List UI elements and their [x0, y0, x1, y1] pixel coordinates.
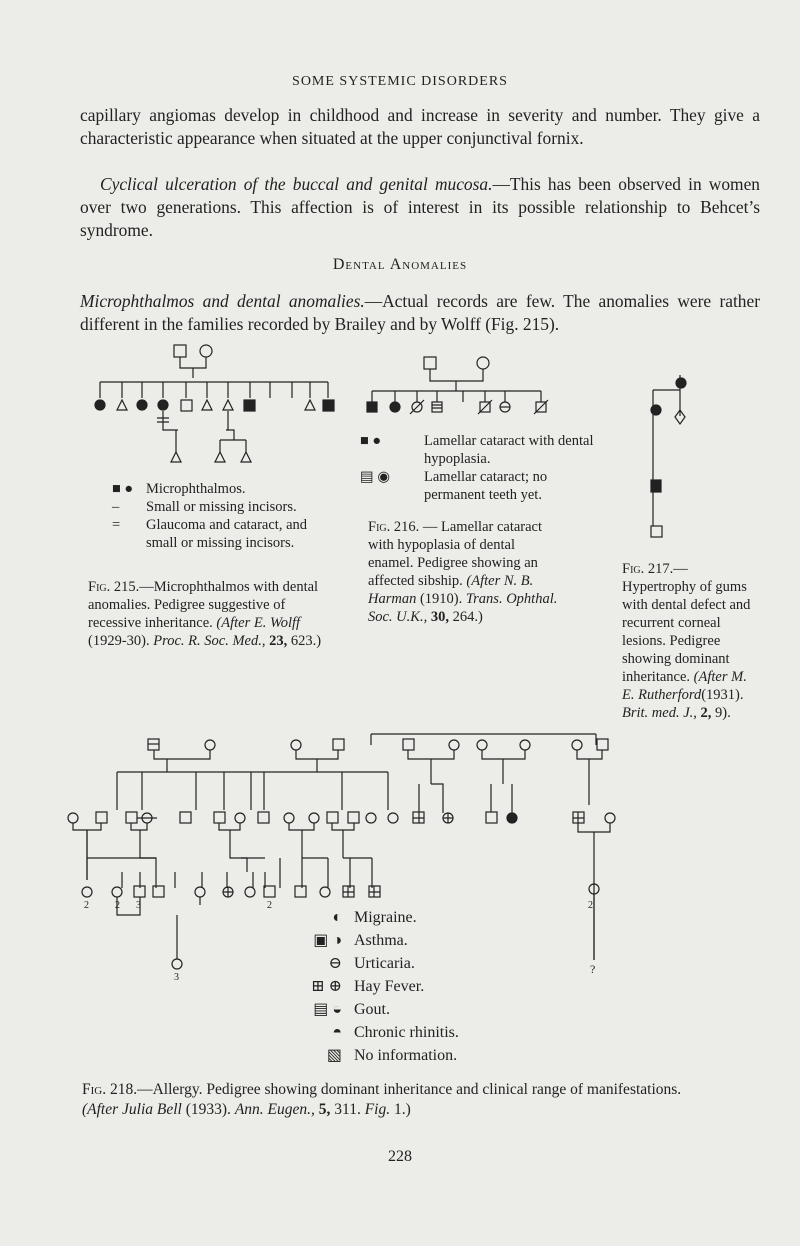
fig216-pedigree — [366, 356, 549, 415]
caption-cite: (1929-30). — [88, 633, 150, 649]
caption-label: Fig. 217. — [622, 561, 674, 577]
paragraph-microphthalmos-lead: Microphthalmos and dental anomalies. — [80, 291, 365, 311]
legend-text: Asthma. — [354, 932, 408, 949]
legend-symbol: ■ ● — [112, 481, 134, 497]
legend-symbol: ▧ — [326, 1047, 342, 1064]
legend-text: Chronic rhinitis. — [354, 1024, 459, 1041]
caption-cite: 23, — [269, 633, 288, 649]
caption-cite: (1910). — [419, 591, 463, 607]
fig215-legend: ■ ● Microphthalmos. – Small or missing inc… — [112, 480, 337, 552]
count-label: ? — [590, 962, 596, 976]
legend-symbol: ◐ — [332, 909, 342, 926]
caption-cite: (After E. Wolff — [216, 615, 301, 631]
fig218-pedigree — [67, 733, 616, 970]
caption-cite: 311. — [334, 1101, 361, 1118]
legend-row: ■ ● Microphthalmos. — [112, 480, 337, 498]
legend-row: ◓ Chronic rhinitis. — [288, 1021, 528, 1044]
caption-cite: 30, — [430, 609, 449, 625]
caption-cite: Trans. Ophthal. Soc. U.K., — [368, 591, 558, 625]
paragraph-ulceration: Cyclical ulceration of the buccal and ge… — [80, 173, 760, 242]
legend-row: ▤ ◉ Lamellar cataract; no permanent teeth… — [360, 468, 600, 504]
legend-text: Hay Fever. — [354, 978, 425, 995]
fig218-caption: Fig. 218.—Allergy. Pedigree showing domi… — [82, 1080, 762, 1120]
legend-text: Migraine. — [354, 909, 417, 926]
legend-row: ◐ Migraine. — [288, 906, 528, 929]
count-label: 3 — [136, 900, 141, 911]
caption-cite: (After N. B. Harman — [368, 573, 534, 607]
legend-symbol: ▤ ◒ — [313, 1001, 342, 1018]
fig216-legend: ■ ● Lamellar cataract with dental hypopla… — [360, 432, 600, 504]
legend-row: ⊞ ⊕ Hay Fever. — [288, 975, 528, 998]
caption-cite: 2, — [700, 705, 712, 721]
caption-text: —Microphthalmos with dental anomalies. P… — [88, 579, 319, 631]
caption-cite: Brit. med. J., — [622, 705, 697, 721]
caption-cite: Fig. — [364, 1101, 391, 1118]
caption-text: —Hypertrophy of gums with dental defect … — [622, 561, 751, 685]
legend-symbol: ⊖ — [328, 955, 342, 972]
caption-cite: (1931). — [701, 687, 744, 703]
paragraph-ulceration-body: —This has been observed in women over tw… — [80, 174, 761, 240]
caption-text: — Lamellar cataract with hypoplasia of d… — [368, 519, 543, 589]
caption-label: Fig. 218. — [82, 1081, 138, 1098]
legend-text: Glaucoma and cataract, and small or miss… — [146, 517, 308, 551]
page-number: 228 — [388, 1148, 412, 1165]
caption-label: Fig. 215. — [88, 579, 140, 595]
caption-cite: (After M. E. Rutherford — [622, 669, 747, 703]
legend-row: – Small or missing incisors. — [112, 498, 337, 516]
running-header: SOME SYSTEMIC DISORDERS — [292, 74, 508, 89]
legend-row: ▣ ◑ Asthma. — [288, 929, 528, 952]
paragraph-microphthalmos-body: —Actual records are few. The anomalies w… — [80, 291, 760, 334]
legend-row: ⊖ Urticaria. — [288, 952, 528, 975]
caption-cite: 1.) — [393, 1101, 411, 1118]
fig215-pedigree — [94, 344, 335, 463]
fig216-caption: Fig. 216. — Lamellar cataract with hypop… — [368, 518, 558, 626]
paragraph-angiomas-text: capillary angiomas develop in childhood … — [80, 105, 760, 148]
paragraph-ulceration-lead: Cyclical ulceration of the buccal and ge… — [100, 174, 493, 194]
legend-text: Small or missing incisors. — [146, 499, 297, 515]
legend-symbol: – — [112, 499, 120, 515]
count-label: 2 — [267, 900, 272, 911]
legend-text: No information. — [354, 1047, 458, 1064]
legend-symbol: = — [112, 517, 121, 533]
count-label: 2 — [588, 900, 593, 911]
legend-row: ▧ No information. — [288, 1044, 528, 1067]
count-label: 2 — [115, 900, 120, 911]
legend-symbol: ▤ ◉ — [360, 469, 390, 485]
caption-cite: (After Julia Bell — [82, 1101, 182, 1118]
legend-text: Microphthalmos. — [146, 481, 246, 497]
legend-text: Lamellar cataract with dental hypoplasia… — [424, 433, 594, 467]
fig217-pedigree — [650, 375, 687, 538]
fig215-caption: Fig. 215.—Microphthalmos with dental ano… — [88, 578, 324, 650]
caption-label: Fig. 216. — [368, 519, 420, 535]
caption-cite: 623.) — [290, 633, 322, 649]
caption-cite: Ann. Eugen., — [234, 1101, 315, 1118]
legend-symbol: ◓ — [332, 1024, 342, 1041]
paragraph-angiomas: capillary angiomas develop in childhood … — [80, 104, 760, 150]
legend-row: ■ ● Lamellar cataract with dental hypopla… — [360, 432, 600, 468]
legend-row: = Glaucoma and cataract, and small or mis… — [112, 516, 337, 552]
legend-text: Lamellar cataract; no permanent teeth ye… — [424, 469, 548, 503]
caption-cite: (1933). — [185, 1101, 231, 1118]
fig218-legend: ◐ Migraine. ▣ ◑ Asthma. ⊖ Urticaria. ⊞ ⊕ Hay… — [288, 906, 528, 1067]
legend-symbol: ⊞ ⊕ — [311, 978, 342, 995]
caption-cite: 264.) — [452, 609, 483, 625]
caption-text: —Allergy. Pedigree showing dominant inhe… — [137, 1081, 682, 1098]
legend-text: Urticaria. — [354, 955, 415, 972]
legend-symbol: ▣ ◑ — [313, 932, 342, 949]
caption-cite: 9). — [715, 705, 731, 721]
section-heading: Dental Anomalies — [332, 256, 468, 273]
legend-row: ▤ ◒ Gout. — [288, 998, 528, 1021]
caption-cite: 5, — [318, 1101, 331, 1118]
legend-symbol: ■ ● — [360, 433, 382, 449]
count-label: 2 — [84, 900, 89, 911]
paragraph-microphthalmos: Microphthalmos and dental anomalies.—Act… — [80, 290, 760, 336]
legend-text: Gout. — [354, 1001, 390, 1018]
caption-cite: Proc. R. Soc. Med., — [153, 633, 266, 649]
fig217-caption: Fig. 217.—Hypertrophy of gums with denta… — [622, 560, 752, 722]
count-label: 3 — [174, 972, 179, 983]
